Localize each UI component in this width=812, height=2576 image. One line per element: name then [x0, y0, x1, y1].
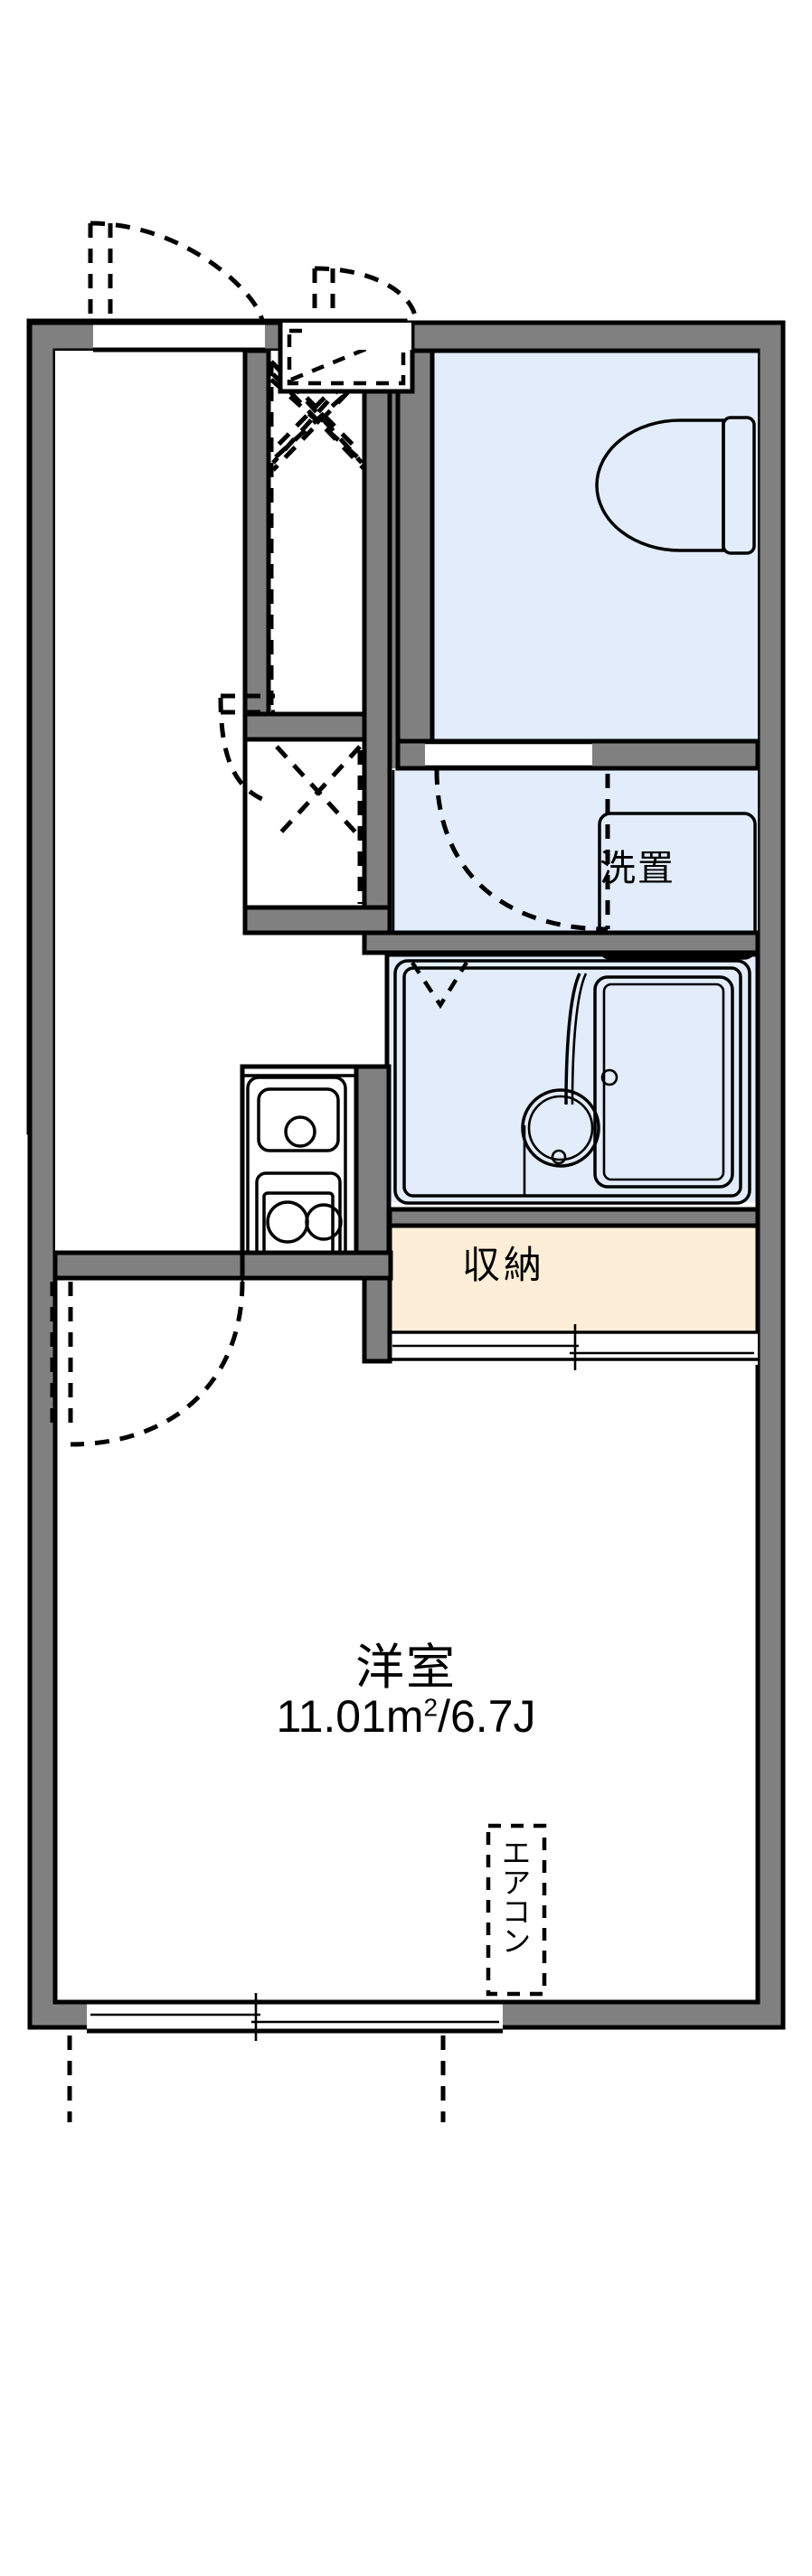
- ac-char-3: ン: [501, 1924, 531, 1958]
- toilet-fixture-icon: [595, 416, 756, 555]
- bathtub-icon: [593, 975, 734, 1189]
- room-label-washer: 洗置: [600, 849, 675, 888]
- room-area-western-room: 11.01m2/6.7J: [0, 1690, 812, 1743]
- air-conditioner-label: エ ア コ ン: [498, 1838, 534, 1957]
- balcony-window[interactable]: [87, 1993, 503, 2041]
- wall-entrance-bottom: [242, 905, 392, 935]
- closet: [362, 1207, 760, 1370]
- bath-basin-icon: [521, 1088, 600, 1168]
- room-label-western-room: 洋室: [355, 1641, 457, 1695]
- washer-space-box: [598, 812, 757, 960]
- wall-entrance-left: [242, 348, 271, 742]
- room-area-value: 11.01m: [276, 1691, 424, 1742]
- room-area-tail: /6.7J: [438, 1691, 536, 1742]
- entrance: [50, 221, 419, 1447]
- ac-char-0: エ: [501, 1837, 531, 1869]
- western-room: [52, 1275, 760, 2122]
- wall-kitchen-right: [354, 1064, 392, 1279]
- genkan-tile-marks: [269, 360, 367, 904]
- door-opening-toilet: [425, 743, 592, 766]
- toilet-room: [395, 348, 758, 744]
- room-area-superscript: 2: [423, 1693, 439, 1722]
- entrance-door[interactable]: [88, 221, 265, 353]
- toilet-door[interactable]: [305, 266, 419, 350]
- room-fill-washroom: [389, 768, 758, 931]
- ac-char-2: コ: [501, 1895, 531, 1929]
- room-label-closet: 収納: [0, 1235, 812, 1290]
- air-conditioner-box: [486, 1823, 547, 1997]
- ac-char-1: ア: [501, 1866, 531, 1899]
- room-fill-western-room: [55, 1279, 758, 2002]
- wall-entrance-right: [362, 348, 392, 935]
- wall-toilet-left: [395, 348, 435, 744]
- kitchen-sink-icon: [257, 1087, 340, 1152]
- closet-label-text: 収納: [461, 1244, 545, 1286]
- hall-door[interactable]: [218, 693, 275, 805]
- wall-bath-top: [362, 930, 760, 955]
- closet-fill: [389, 1226, 758, 1332]
